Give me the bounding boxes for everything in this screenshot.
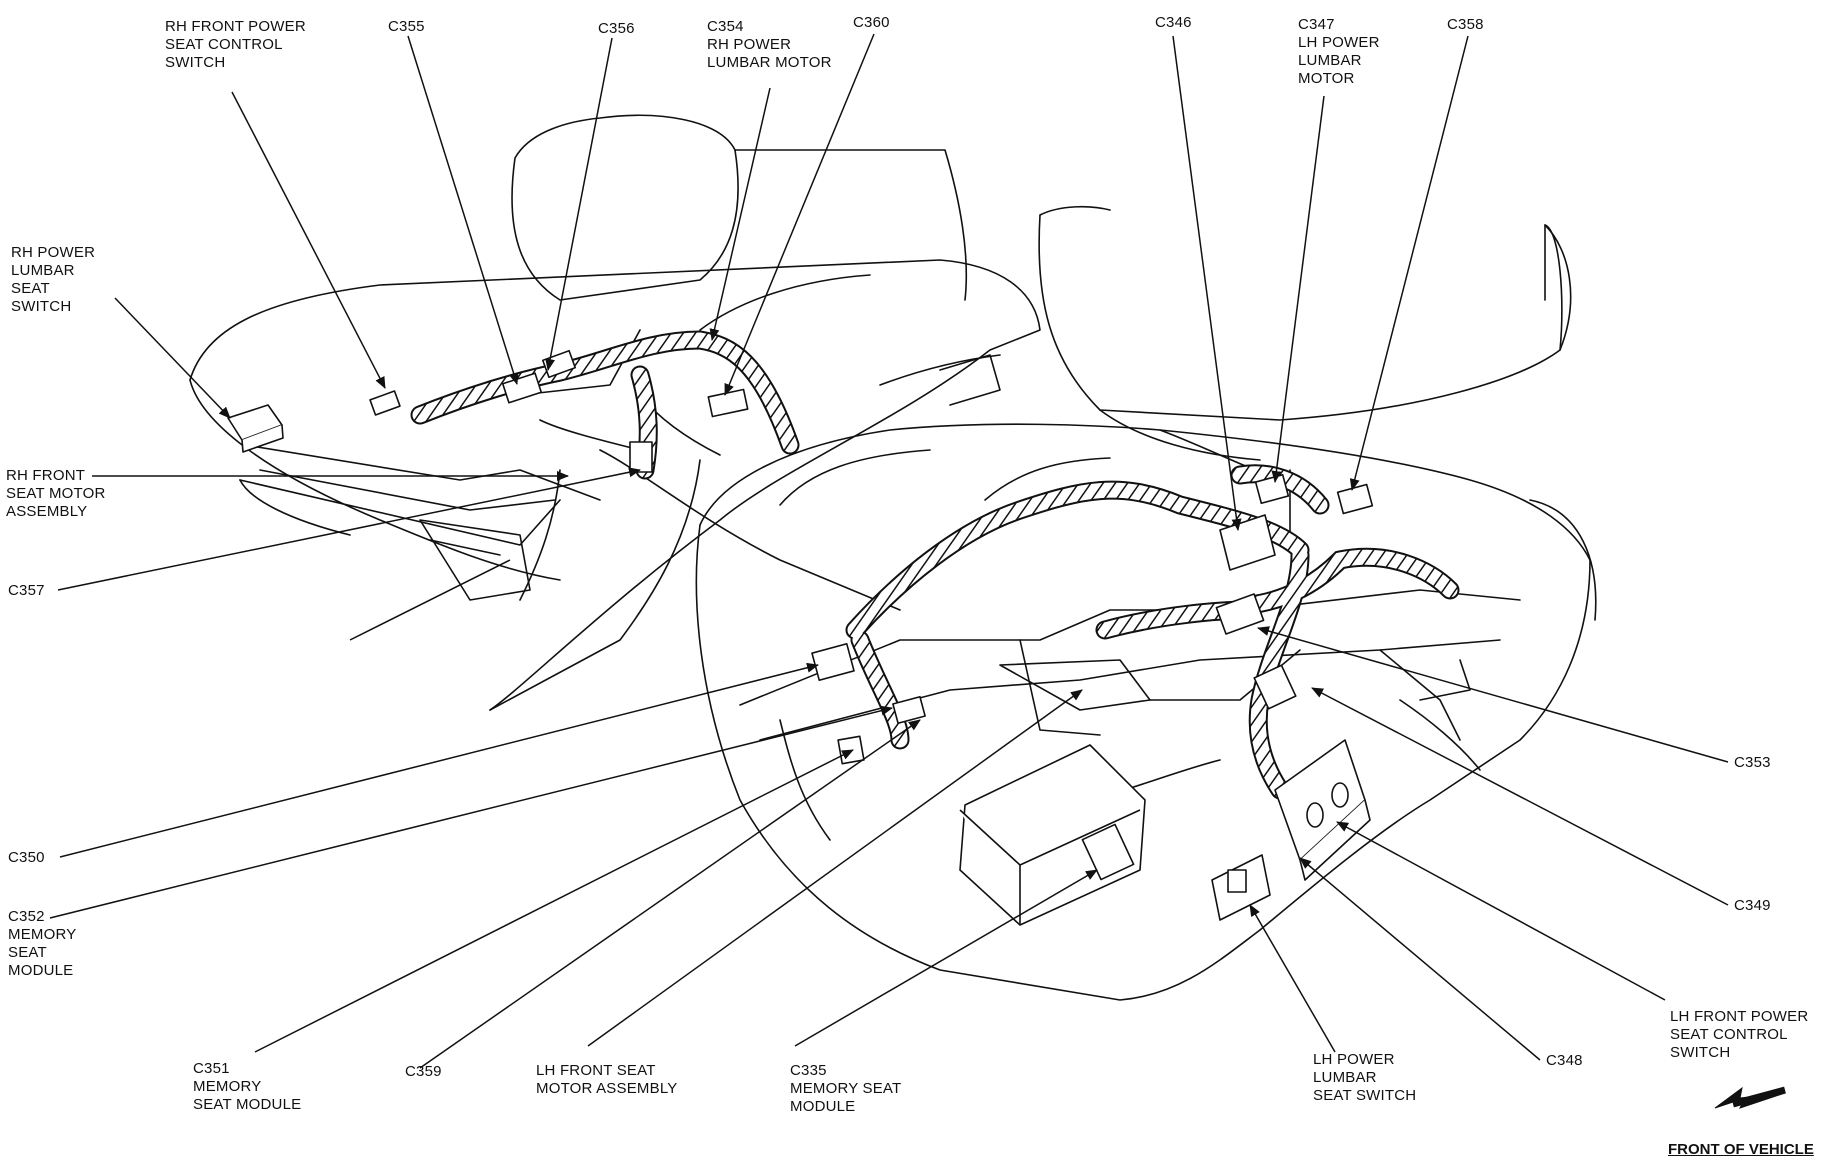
label-c355: C355 — [388, 18, 425, 36]
label-line: RH POWER — [707, 36, 792, 53]
leader-c346 — [1172, 35, 1242, 531]
label-c360: C360 — [853, 14, 890, 32]
label-line: MOTOR — [1298, 70, 1355, 87]
label-line: C355 — [388, 18, 425, 35]
label-line: C352 — [8, 908, 45, 925]
label-line: MOTOR ASSEMBLY — [536, 1080, 678, 1097]
leader-c355 — [407, 35, 519, 385]
label-line: SWITCH — [1670, 1044, 1731, 1061]
component-drawing — [227, 349, 1374, 926]
label-c346: C346 — [1155, 14, 1192, 32]
label-line: RH FRONT POWER — [165, 18, 306, 35]
leader-c352 — [49, 705, 893, 919]
label-line: SEAT — [8, 944, 47, 961]
label-line: SWITCH — [11, 298, 72, 315]
label-line: C346 — [1155, 14, 1192, 31]
leader-c349 — [1311, 687, 1729, 906]
leader-c335 — [794, 869, 1098, 1047]
leader-c359 — [419, 719, 921, 1069]
label-c353: C353 — [1734, 754, 1771, 772]
label-line: LH POWER — [1298, 34, 1380, 51]
label-line: C351 — [193, 1060, 230, 1077]
label-line: C350 — [8, 849, 45, 866]
leader-lines — [49, 33, 1729, 1069]
label-line: C357 — [8, 582, 45, 599]
label-line: C359 — [405, 1063, 442, 1080]
label-line: LH FRONT POWER — [1670, 1008, 1809, 1025]
label-line: LUMBAR MOTOR — [707, 54, 832, 71]
label-line: MEMORY SEAT — [790, 1080, 902, 1097]
leader-rh-power-lumbar-seat-switch — [114, 297, 231, 419]
arrow-down-left-icon — [1714, 1086, 1786, 1109]
leader-c350 — [59, 662, 819, 858]
label-c358: C358 — [1447, 16, 1484, 34]
label-line: C348 — [1546, 1052, 1583, 1069]
seat-outline-drawing — [189, 114, 1597, 1001]
label-line: SEAT SWITCH — [1313, 1087, 1417, 1104]
label-line: RH POWER — [11, 244, 96, 261]
label-line: C349 — [1734, 897, 1771, 914]
label-line: C354 — [707, 18, 744, 35]
label-line: MODULE — [8, 962, 74, 979]
label-line: LUMBAR — [1298, 52, 1362, 69]
label-line: MEMORY — [193, 1078, 262, 1095]
leader-lh-front-power-seat-control-switch — [1336, 821, 1666, 1001]
leader-rh-front-power-seat-control-switch — [231, 91, 386, 389]
label-line: SWITCH — [165, 54, 226, 71]
label-c348: C348 — [1546, 1052, 1583, 1070]
label-line: SEAT — [11, 280, 50, 297]
leader-c357 — [57, 467, 641, 591]
leader-c353 — [1257, 626, 1729, 763]
leader-extra-c357-tail — [349, 559, 511, 641]
leader-c348 — [1299, 857, 1541, 1061]
leader-lh-power-lumbar-seat-switch — [1249, 904, 1336, 1053]
label-line: SEAT MOTOR — [6, 485, 106, 502]
label-c357: C357 — [8, 582, 45, 600]
label-line: C360 — [853, 14, 890, 31]
label-line: C335 — [790, 1062, 827, 1079]
leader-c351 — [254, 749, 854, 1053]
leader-c354 — [709, 87, 771, 341]
label-line: LUMBAR — [1313, 1069, 1377, 1086]
front-of-vehicle-label: FRONT OF VEHICLE — [1668, 1141, 1814, 1158]
label-line: SEAT CONTROL — [165, 36, 283, 53]
label-line: MODULE — [790, 1098, 856, 1115]
label-line: LUMBAR — [11, 262, 75, 279]
label-c349: C349 — [1734, 897, 1771, 915]
leader-c356 — [545, 37, 613, 371]
label-line: ASSEMBLY — [6, 503, 88, 520]
label-line: LH FRONT SEAT — [536, 1062, 656, 1079]
label-line: SEAT MODULE — [193, 1096, 302, 1113]
label-c350: C350 — [8, 849, 45, 867]
leader-c347 — [1271, 95, 1325, 483]
wiring-harness-drawing — [410, 330, 1460, 800]
label-line: C356 — [598, 20, 635, 37]
leader-c358 — [1349, 35, 1469, 491]
label-c359: C359 — [405, 1063, 442, 1081]
leader-c360 — [724, 33, 875, 396]
label-c356: C356 — [598, 20, 635, 38]
leader-lh-front-seat-motor-assembly — [587, 689, 1083, 1047]
label-line: SEAT CONTROL — [1670, 1026, 1788, 1043]
label-line: C353 — [1734, 754, 1771, 771]
label-line: LH POWER — [1313, 1051, 1395, 1068]
label-line: C358 — [1447, 16, 1484, 33]
label-line: MEMORY — [8, 926, 77, 943]
label-line: C347 — [1298, 16, 1335, 33]
label-line: RH FRONT — [6, 467, 86, 484]
